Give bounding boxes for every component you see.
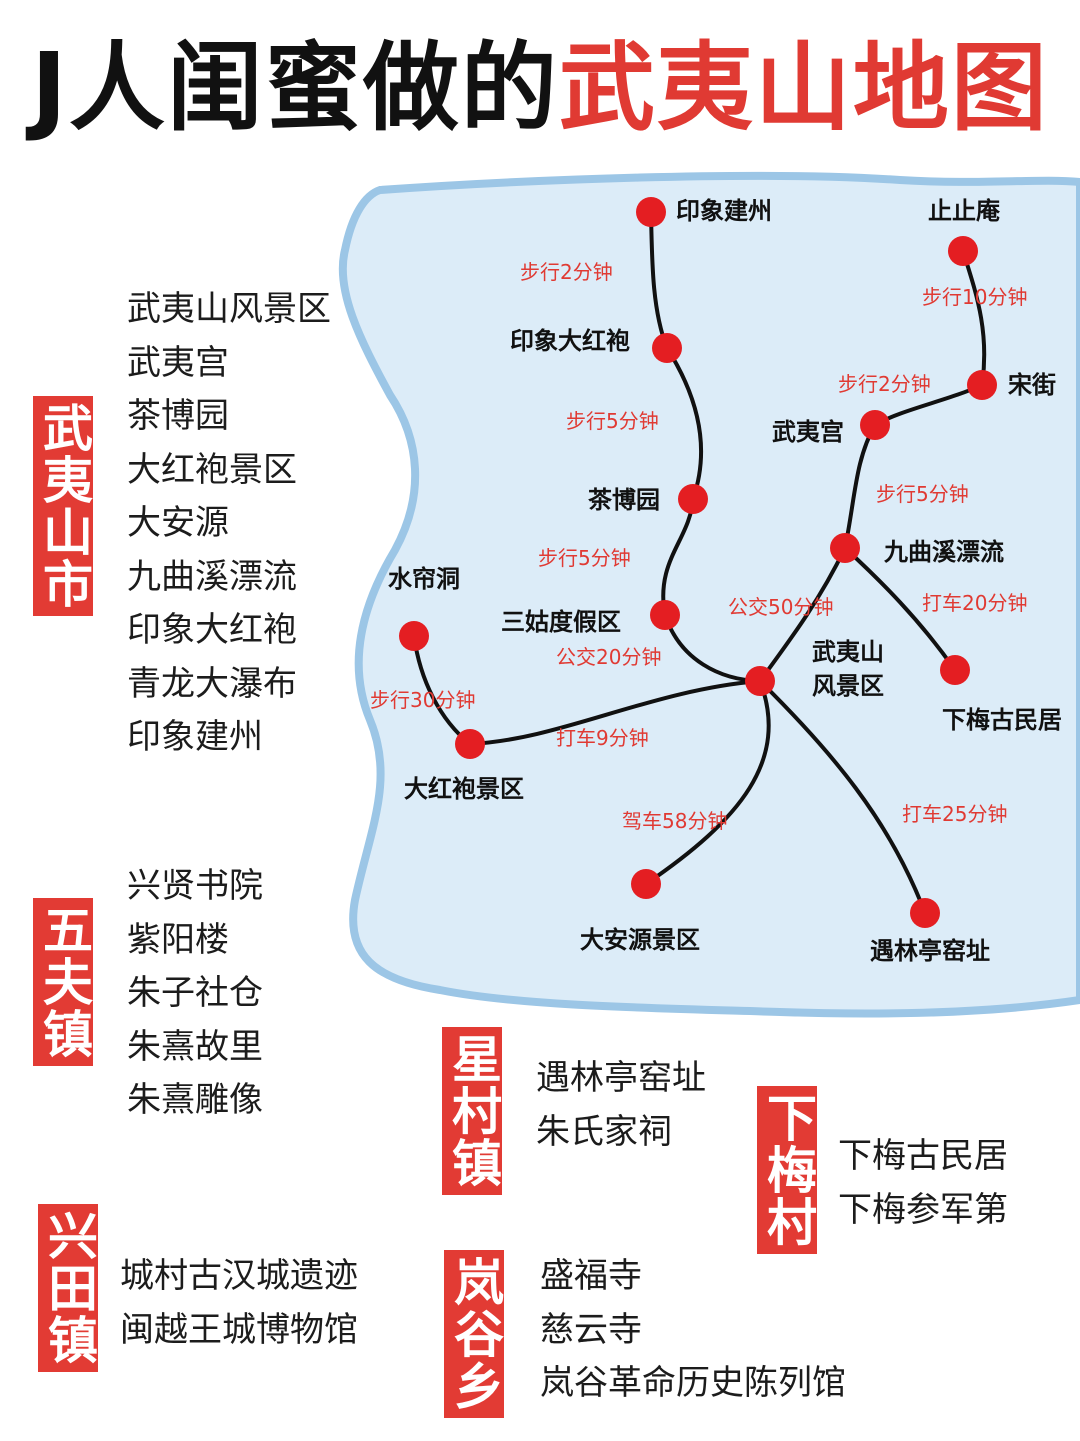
list-item: 朱子社仓	[127, 973, 263, 1013]
list-item: 下梅参军第	[838, 1189, 1008, 1230]
list-item: 青龙大瀑布	[127, 663, 297, 704]
node-yinxiang-dahongpao	[652, 333, 682, 363]
list-item: 大红袍景区	[127, 449, 297, 490]
region-list-xiamei-village: 下梅古民居 下梅参军第	[838, 1130, 1008, 1237]
list-item: 武夷山风景区	[127, 289, 331, 329]
place-label-wuyi-gong: 武夷宫	[772, 418, 844, 446]
region-label-langu-township: 岚谷乡	[444, 1250, 504, 1418]
place-label-hub-line1: 武夷山	[812, 638, 884, 666]
list-item: 城村古汉城遗迹	[120, 1256, 358, 1296]
node-shuilian-dong	[399, 621, 429, 651]
place-label-yulinting: 遇林亭窑址	[870, 937, 990, 965]
route-time-label: 打车20分钟	[922, 591, 1027, 615]
list-item: 盛福寺	[540, 1256, 642, 1296]
place-label-song-jie: 宋街	[1008, 371, 1056, 399]
node-chabo-yuan	[678, 484, 708, 514]
list-item: 闽越王城博物馆	[120, 1309, 358, 1350]
route-line-hub-yulinting	[758, 679, 927, 915]
list-item: 印象建州	[127, 717, 263, 757]
lake-shape	[338, 171, 1080, 1018]
region-list-xingtian-town: 城村古汉城遗迹 闽越王城博物馆	[120, 1250, 358, 1357]
route-line-dahongpao-scenic-hub	[468, 679, 762, 746]
route-time-label: 步行5分钟	[538, 546, 631, 570]
node-hub	[745, 666, 775, 696]
list-item: 兴贤书院	[127, 866, 263, 906]
route-line-dahongpao-chaboyuan	[665, 346, 704, 501]
route-time-label: 步行5分钟	[566, 409, 659, 433]
route-line-hub-daanyuan	[644, 679, 771, 886]
place-label-hub-line2: 风景区	[812, 672, 884, 700]
route-line-jiuqu-xiamei	[843, 546, 957, 672]
place-label-dahongpao-scenic: 大红袍景区	[404, 775, 524, 803]
region-list-langu-township: 盛福寺 慈云寺 岚谷革命历史陈列馆	[540, 1250, 846, 1411]
list-item: 大安源	[127, 503, 229, 543]
node-yulinting	[910, 898, 940, 928]
node-song-jie	[967, 370, 997, 400]
title-part-black: J人闺蜜做的	[31, 32, 559, 144]
route-time-label: 公交50分钟	[728, 595, 833, 619]
place-label-daanyuan: 大安源景区	[580, 926, 700, 954]
list-item: 九曲溪漂流	[127, 556, 297, 597]
route-time-label: 步行30分钟	[370, 688, 475, 712]
node-sangu	[650, 600, 680, 630]
place-label-xiamei: 下梅古民居	[942, 706, 1062, 734]
list-item: 紫阳楼	[127, 919, 229, 960]
place-labels: 印象建州 止止庵 印象大红袍 宋街 武夷宫 茶博园 九曲溪漂流 水帘洞 三姑度假…	[388, 197, 1062, 965]
region-list-xingcun-town: 遇林亭窑址 朱氏家祠	[536, 1052, 706, 1159]
title-part-red: 武夷山地图	[558, 32, 1049, 144]
node-xiamei	[940, 655, 970, 685]
route-time-label: 步行2分钟	[520, 260, 613, 284]
place-label-yinxiang-jianzhou: 印象建州	[676, 197, 772, 225]
route-time-label: 打车9分钟	[556, 726, 649, 750]
list-item: 武夷宫	[127, 342, 229, 383]
node-jiuqu-xi	[830, 533, 860, 563]
place-label-jiuqu-xi: 九曲溪漂流	[883, 538, 1004, 566]
list-item: 朱熹故里	[127, 1026, 263, 1067]
route-line-jiuqu-hub	[758, 546, 847, 683]
route-time-label: 打车25分钟	[902, 802, 1007, 826]
region-label-xiamei-village: 下梅村	[757, 1086, 817, 1254]
list-item: 慈云寺	[540, 1309, 642, 1350]
region-label-xingtian-town: 兴田镇	[38, 1204, 98, 1372]
list-item: 印象大红袍	[127, 610, 297, 650]
route-time-label: 步行2分钟	[838, 372, 931, 396]
region-list-wuyishan-city: 武夷山风景区 武夷宫 茶博园 大红袍景区 大安源 九曲溪漂流 印象大红袍 青龙大…	[127, 283, 331, 765]
route-time-label: 步行5分钟	[876, 482, 969, 506]
place-label-yinxiang-dahongpao: 印象大红袍	[510, 327, 630, 355]
place-label-shuilian-dong: 水帘洞	[388, 565, 460, 593]
route-time-label: 公交20分钟	[556, 645, 661, 669]
list-item: 茶博园	[127, 396, 229, 436]
region-label-wuyishan-city: 武夷山市	[33, 396, 93, 616]
route-time-label: 步行10分钟	[922, 285, 1027, 309]
node-yinxiang-jianzhou	[636, 197, 666, 227]
list-item: 遇林亭窑址	[536, 1058, 706, 1098]
list-item: 朱氏家祠	[536, 1111, 672, 1152]
route-time-labels: 步行2分钟 步行10分钟 步行2分钟 步行5分钟 步行5分钟 步行5分钟 公交5…	[370, 260, 1027, 833]
node-dahongpao-scenic	[455, 729, 485, 759]
region-label-xingcun-town: 星村镇	[442, 1027, 502, 1195]
list-item: 下梅古民居	[838, 1136, 1008, 1176]
region-list-wufu-town: 兴贤书院 紫阳楼 朱子社仓 朱熹故里 朱熹雕像	[127, 860, 263, 1128]
node-zhizhi-an	[948, 236, 978, 266]
page-title: J人闺蜜做的武夷山地图	[0, 28, 1080, 148]
list-item: 岚谷革命历史陈列馆	[540, 1363, 846, 1403]
route-time-label: 驾车58分钟	[622, 809, 727, 833]
route-nodes	[399, 197, 997, 928]
place-label-chabo-yuan: 茶博园	[588, 486, 660, 514]
node-wuyi-gong	[860, 410, 890, 440]
region-label-wufu-town: 五夫镇	[33, 898, 93, 1066]
list-item: 朱熹雕像	[127, 1080, 263, 1120]
place-label-zhizhi-an: 止止庵	[928, 197, 1001, 225]
place-label-sangu: 三姑度假区	[501, 608, 621, 636]
node-daanyuan	[631, 869, 661, 899]
